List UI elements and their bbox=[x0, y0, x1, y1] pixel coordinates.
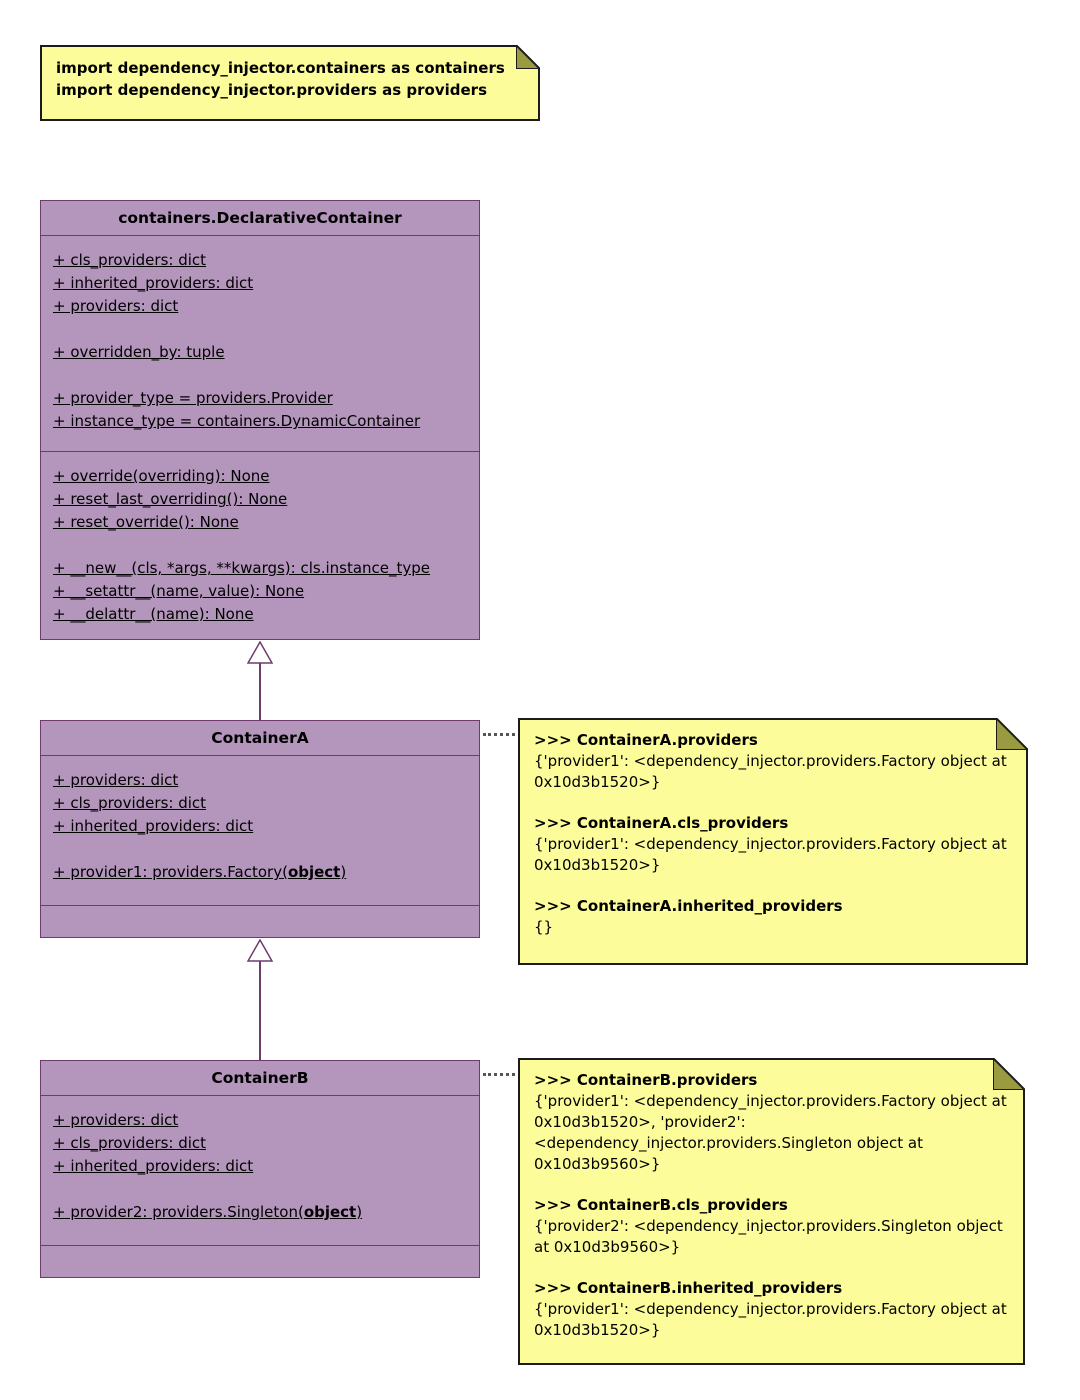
import-statement: import dependency_injector.containers as… bbox=[56, 59, 505, 77]
class-container-a: ContainerA + providers: dict + cls_provi… bbox=[40, 720, 480, 938]
spacer bbox=[53, 838, 467, 861]
class-attributes-section: + providers: dict + cls_providers: dict … bbox=[41, 756, 479, 905]
class-member: + providers: dict bbox=[53, 771, 179, 789]
class-member: + provider_type = providers.Provider bbox=[53, 389, 333, 407]
class-method: + __new__(cls, *args, **kwargs): cls.ins… bbox=[53, 559, 431, 577]
hollow-triangle-icon bbox=[247, 939, 273, 962]
repl-output: {'provider1': <dependency_injector.provi… bbox=[534, 1092, 1007, 1173]
repl-command: >>> ContainerB.cls_providers bbox=[534, 1196, 788, 1214]
class-methods-section: + override(overriding): None + reset_las… bbox=[41, 451, 479, 639]
repl-output: {} bbox=[534, 918, 554, 936]
class-title: ContainerA bbox=[41, 721, 479, 756]
note-link-connector bbox=[483, 1073, 515, 1076]
class-member: + cls_providers: dict bbox=[53, 1134, 207, 1152]
repl-block: >>> ContainerA.cls_providers {'provider1… bbox=[534, 813, 1012, 876]
class-declarative-container: containers.DeclarativeContainer + cls_pr… bbox=[40, 200, 480, 640]
note-fold-icon bbox=[993, 1058, 1025, 1090]
class-method: + reset_override(): None bbox=[53, 513, 239, 531]
repl-command: >>> ContainerA.providers bbox=[534, 731, 758, 749]
hollow-triangle-icon bbox=[247, 641, 273, 664]
class-method: + __setattr__(name, value): None bbox=[53, 582, 305, 600]
class-member: + cls_providers: dict bbox=[53, 794, 207, 812]
class-method: + reset_last_overriding(): None bbox=[53, 490, 288, 508]
import-statement: import dependency_injector.providers as … bbox=[56, 81, 488, 99]
class-member: + providers: dict bbox=[53, 297, 179, 315]
class-member: + inherited_providers: dict bbox=[53, 1157, 254, 1175]
class-member: + instance_type = containers.DynamicCont… bbox=[53, 412, 421, 430]
class-member-provider1: + provider1: providers.Factory(object) bbox=[53, 863, 347, 881]
class-member: + providers: dict bbox=[53, 1111, 179, 1129]
class-method: + __delattr__(name): None bbox=[53, 605, 254, 623]
repl-command: >>> ContainerA.cls_providers bbox=[534, 814, 789, 832]
repl-block: >>> ContainerA.providers {'provider1': <… bbox=[534, 730, 1012, 793]
repl-command: >>> ContainerA.inherited_providers bbox=[534, 897, 843, 915]
repl-output: {'provider2': <dependency_injector.provi… bbox=[534, 1217, 1003, 1256]
note-containerb-output: >>> ContainerB.providers {'provider1': <… bbox=[518, 1058, 1025, 1365]
class-attributes-section: + providers: dict + cls_providers: dict … bbox=[41, 1096, 479, 1245]
spacer bbox=[53, 364, 467, 387]
class-method: + override(overriding): None bbox=[53, 467, 270, 485]
repl-output: {'provider1': <dependency_injector.provi… bbox=[534, 1300, 1007, 1339]
class-member: + inherited_providers: dict bbox=[53, 274, 254, 292]
note-link-connector bbox=[483, 733, 515, 736]
spacer bbox=[53, 1178, 467, 1201]
class-container-b: ContainerB + providers: dict + cls_provi… bbox=[40, 1060, 480, 1278]
repl-command: >>> ContainerB.providers bbox=[534, 1071, 758, 1089]
class-title: containers.DeclarativeContainer bbox=[41, 201, 479, 236]
repl-block: >>> ContainerB.inherited_providers {'pro… bbox=[534, 1278, 1009, 1341]
class-member: + inherited_providers: dict bbox=[53, 817, 254, 835]
class-methods-section bbox=[41, 1244, 479, 1278]
class-methods-section bbox=[41, 904, 479, 938]
class-member-provider2: + provider2: providers.Singleton(object) bbox=[53, 1203, 363, 1221]
repl-command: >>> ContainerB.inherited_providers bbox=[534, 1279, 843, 1297]
repl-output: {'provider1': <dependency_injector.provi… bbox=[534, 835, 1007, 874]
class-member: + overridden_by: tuple bbox=[53, 343, 225, 361]
repl-block: >>> ContainerB.providers {'provider1': <… bbox=[534, 1070, 1009, 1175]
repl-output: {'provider1': <dependency_injector.provi… bbox=[534, 752, 1007, 791]
note-fold-icon bbox=[996, 718, 1028, 750]
import-note: import dependency_injector.containers as… bbox=[40, 45, 540, 121]
repl-block: >>> ContainerB.cls_providers {'provider2… bbox=[534, 1195, 1009, 1258]
inheritance-line-containerb bbox=[259, 961, 261, 1060]
inheritance-line-containera bbox=[259, 663, 261, 720]
spacer bbox=[53, 318, 467, 341]
note-fold-icon bbox=[516, 45, 540, 69]
repl-block: >>> ContainerA.inherited_providers {} bbox=[534, 896, 1012, 938]
class-attributes-section: + cls_providers: dict + inherited_provid… bbox=[41, 236, 479, 451]
class-title: ContainerB bbox=[41, 1061, 479, 1096]
note-containera-output: >>> ContainerA.providers {'provider1': <… bbox=[518, 718, 1028, 965]
class-member: + cls_providers: dict bbox=[53, 251, 207, 269]
spacer bbox=[53, 534, 467, 557]
